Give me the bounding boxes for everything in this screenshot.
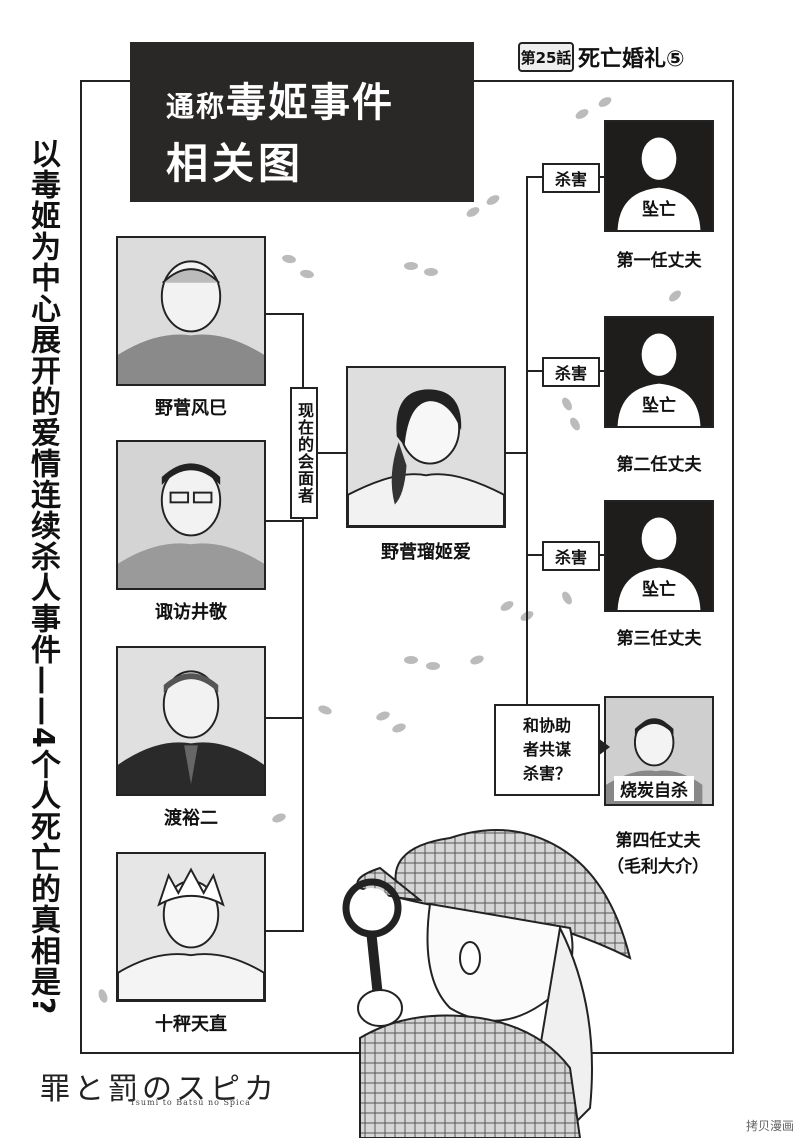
suitor-name-3: 渡裕二 (164, 808, 218, 829)
husband-name-1: 第一任丈夫 (616, 251, 702, 271)
title-line1: 通称毒姬事件 (166, 70, 394, 128)
series-logo: 罪と罰のスピカ Tsumi to Batsu no Spica (40, 1064, 278, 1108)
person-portrait-icon (118, 648, 264, 794)
husband-name-2: 第二任丈夫 (616, 455, 702, 475)
person-silhouette-icon (617, 517, 701, 610)
fate-label-1: 坠亡 (642, 200, 676, 220)
person-silhouette-icon (617, 333, 701, 426)
logo-title: 罪と罰のスピカ (40, 1072, 278, 1107)
portrait-suitor-2 (116, 440, 266, 590)
note-line: 杀害？ (522, 764, 571, 783)
connector-line (264, 313, 304, 315)
person-portrait-icon (118, 854, 264, 1000)
title-prefix: 通称 (166, 90, 227, 123)
connector-line (318, 452, 346, 454)
current-suitors-label: 现在的会面者 (290, 387, 318, 519)
silhouette-husband-3: 坠亡 (604, 500, 714, 612)
connector-line (302, 313, 304, 932)
portrait-suitor-1 (116, 236, 266, 386)
kill-label-1: 杀害 (542, 163, 600, 193)
silhouette-husband-2: 坠亡 (604, 316, 714, 428)
person-portrait-icon (348, 368, 504, 526)
kill-label-3: 杀害 (542, 541, 600, 571)
portrait-suitor-3 (116, 646, 266, 796)
fourth-fate-label: 烧炭自杀 (614, 776, 694, 801)
person-silhouette-icon (617, 137, 701, 230)
detective-girl-illustration (342, 829, 632, 1138)
vertical-tagline: 以毒姬为中心展开的爱情连续杀人事件——4个人死亡的真相是? (25, 138, 60, 1016)
kill-label-2: 杀害 (542, 357, 600, 387)
watermark: 拷贝漫画 (745, 1119, 794, 1133)
fate-label-2: 坠亡 (642, 396, 676, 416)
person-portrait-icon (118, 238, 264, 384)
suitor-name-1: 野菅风巳 (155, 398, 227, 419)
conspiracy-note: 和协助 者共谋 杀害？ (494, 704, 600, 796)
connector-line (506, 452, 528, 454)
note-line: 和协助 (522, 716, 571, 735)
logo-subtitle: Tsumi to Batsu no Spica (130, 1098, 251, 1107)
note-pointer (598, 738, 610, 756)
connector-line (526, 176, 528, 738)
title-banner: 通称毒姬事件 相关图 (130, 42, 474, 202)
person-portrait-icon (118, 442, 264, 588)
note-line: 者共谋 (522, 740, 571, 759)
portrait-center (346, 366, 506, 528)
chapter-header: 第25話 死亡婚礼⑤ (518, 42, 685, 72)
suitor-name-2: 诹访井敬 (155, 602, 227, 623)
chapter-badge: 第25話 (518, 42, 574, 72)
center-name: 野菅瑠姬爱 (381, 542, 471, 563)
connector-line (264, 520, 304, 522)
portrait-suitor-4 (116, 852, 266, 1002)
silhouette-husband-1: 坠亡 (604, 120, 714, 232)
husband-name-3: 第三任丈夫 (616, 629, 702, 649)
connector-line (264, 717, 304, 719)
chapter-title: 死亡婚礼⑤ (578, 47, 685, 72)
title-line2: 相关图 (166, 139, 305, 188)
title-main: 毒姬事件 (226, 79, 395, 126)
suitor-name-4: 十秤天直 (155, 1014, 227, 1035)
fourth-husband-realname: （毛利大介） (607, 857, 709, 877)
fate-label-3: 坠亡 (642, 580, 676, 600)
connector-line (264, 930, 304, 932)
fourth-husband-name: 第四任丈夫 (615, 831, 701, 851)
